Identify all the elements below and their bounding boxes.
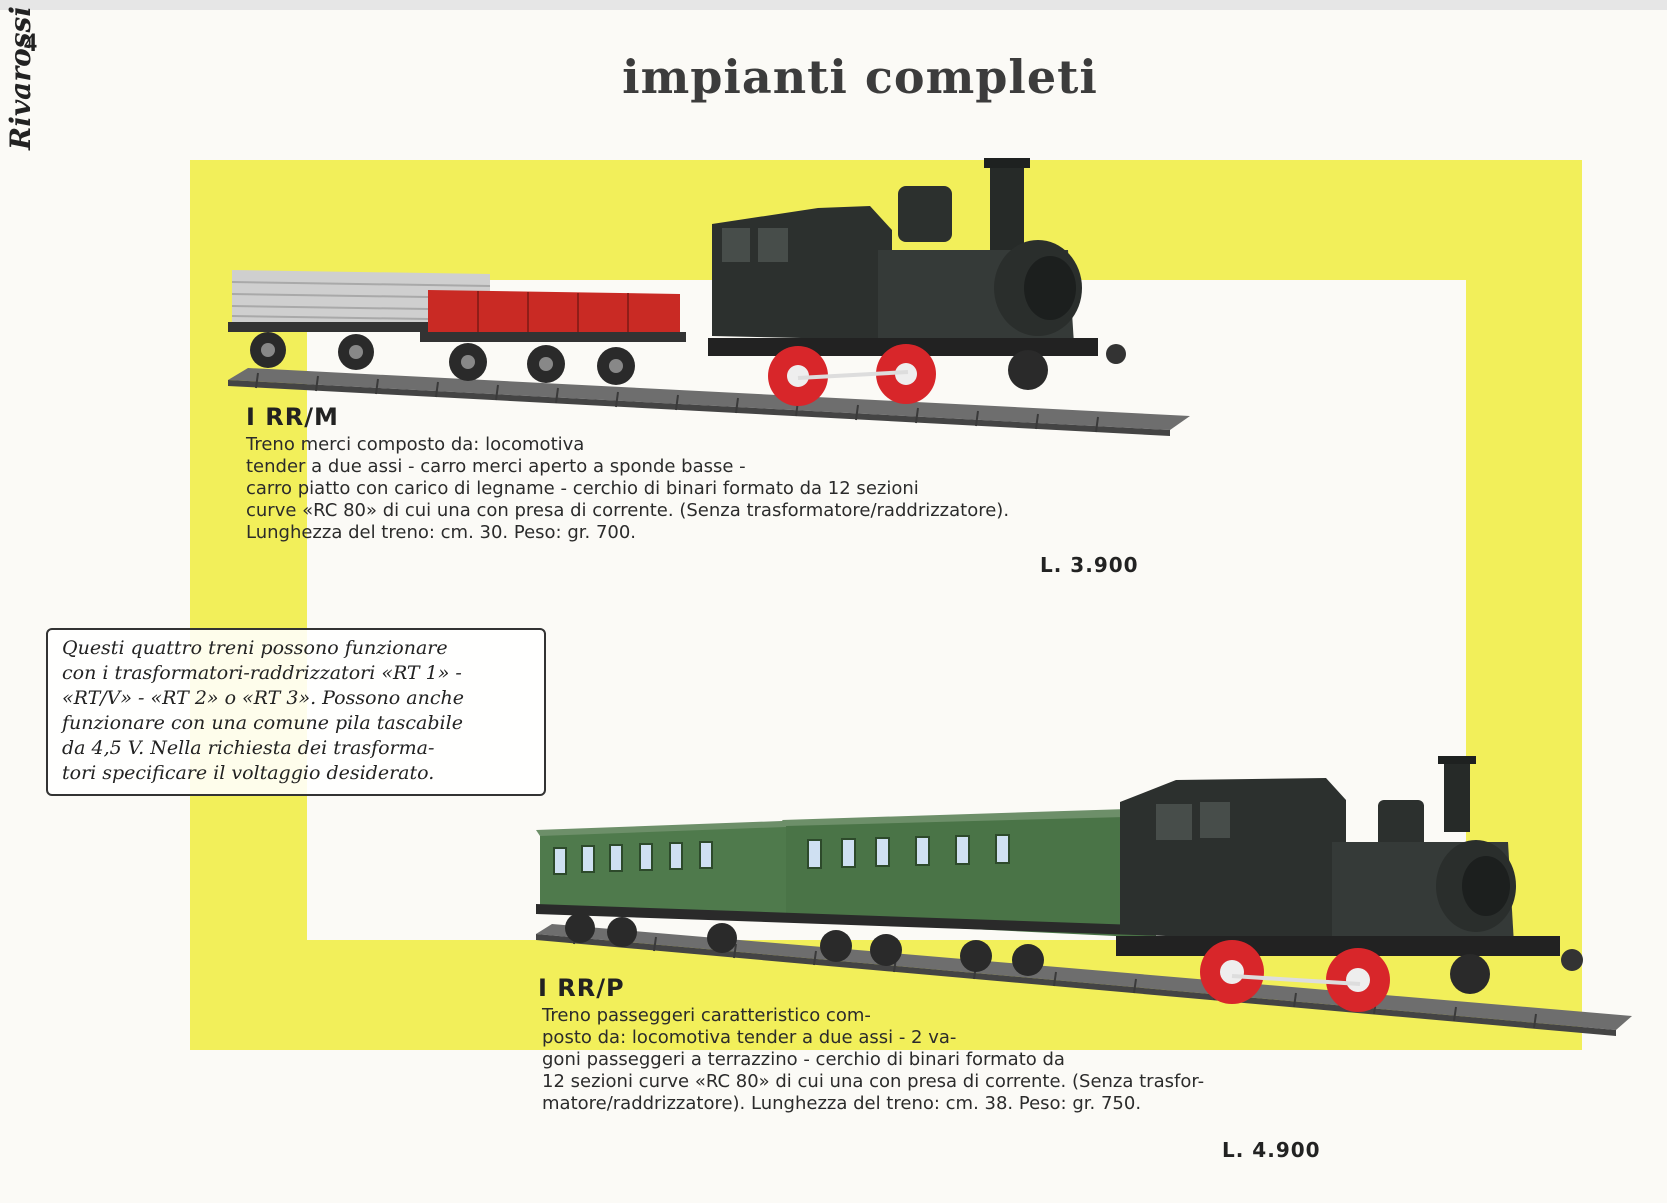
product-price-passenger: L. 4.900 [1222,1138,1321,1162]
product-code-freight: I RR/M [246,403,339,431]
scan-top-edge [0,0,1667,10]
description-line: goni passeggeri a terrazzino - cerchio d… [542,1049,1065,1070]
note-line: da 4,5 V. Nella richiesta dei trasforma- [62,737,435,759]
description-line: posto da: locomotiva tender a due assi -… [542,1027,957,1048]
description-line: carro piatto con carico di legname - cer… [246,478,919,499]
product-price-freight: L. 3.900 [1040,553,1139,577]
product-description-passenger: Treno passeggeri caratteristico com- pos… [542,1005,1204,1115]
description-line: matore/raddrizzatore). Lunghezza del tre… [542,1093,1142,1114]
freight-train-image [228,158,1190,436]
product-description-freight: Treno merci composto da: locomotiva tend… [246,434,1009,544]
page-title: impianti completi [622,50,1098,104]
note-line: Questi quattro treni possono funzionare [62,637,448,659]
note-line: tori specificare il voltaggio desiderato… [62,762,435,784]
product-code-passenger: I RR/P [538,974,625,1002]
description-line: curve «RC 80» di cui una con presa di co… [246,500,1010,521]
page-number: 4 [24,28,37,57]
note-line: «RT/V» - «RT 2» o «RT 3». Possono anche [62,687,464,709]
description-line: 12 sezioni curve «RC 80» di cui una con … [542,1071,1205,1092]
description-line: Treno passeggeri caratteristico com- [542,1005,871,1026]
passenger-train-image [536,756,1632,1036]
description-line: Treno merci composto da: locomotiva [246,434,585,455]
description-line: tender a due assi - carro merci aperto a… [246,456,746,477]
note-line: con i trasformatori-raddrizzatori «RT 1»… [62,662,462,684]
compatibility-note: Questi quattro treni possono funzionare … [46,628,546,796]
note-line: funzionare con una comune pila tascabile [62,712,463,734]
yellow-frame-right [1466,160,1582,960]
description-line: Lunghezza del treno: cm. 30. Peso: gr. 7… [246,522,637,543]
